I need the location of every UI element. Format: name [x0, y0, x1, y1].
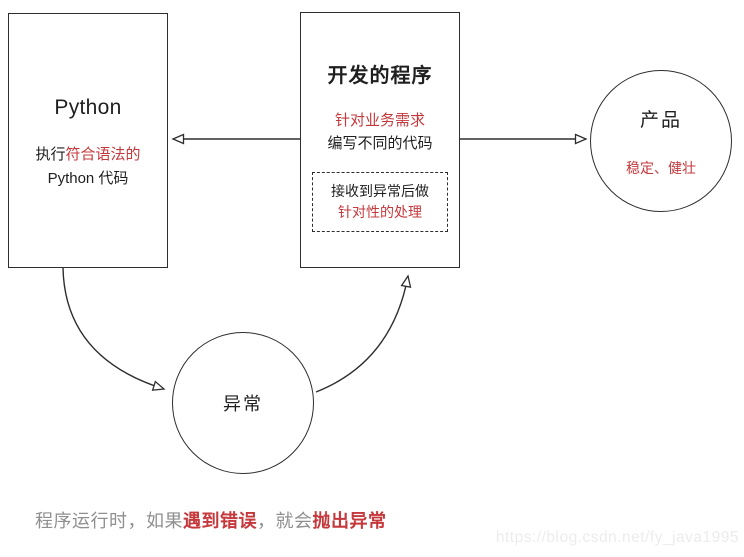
program-box-body: 针对业务需求 编写不同的代码 — [301, 109, 459, 155]
program-requirement-red: 针对业务需求 — [334, 112, 425, 129]
handler-line-black: 接收到异常后做 — [331, 183, 429, 199]
caption-part2: 遇到错误 — [183, 511, 257, 531]
exception-title: 异常 — [223, 394, 263, 414]
product-title: 产品 — [639, 110, 682, 131]
exception-handler-box: 接收到异常后做 针对性的处理 — [312, 172, 448, 232]
program-box-title: 开发的程序 — [327, 65, 433, 87]
watermark: https://blog.csdn.net/fy_java1995 — [495, 529, 739, 546]
python-box-body: 执行符合语法的 Python 代码 — [9, 143, 167, 191]
exception-circle: 异常 — [172, 332, 314, 474]
python-body-prefix: 执行 — [35, 146, 66, 163]
program-box: 开发的程序 针对业务需求 编写不同的代码 接收到异常后做 针对性的处理 — [300, 12, 460, 268]
caption: 程序运行时，如果遇到错误，就会抛出异常 — [35, 508, 387, 534]
python-body-highlight: 符合语法的 — [65, 146, 141, 163]
product-circle: 产品 稳定、健壮 — [590, 70, 732, 212]
caption-part3: ，就会 — [257, 511, 313, 531]
caption-part4: 抛出异常 — [312, 511, 387, 531]
arrow-exception-to-program — [315, 274, 412, 393]
handler-line-red: 针对性的处理 — [338, 204, 422, 220]
product-subtitle: 稳定、健壮 — [626, 160, 696, 176]
program-requirement-black: 编写不同的代码 — [327, 135, 433, 152]
python-box-title: Python — [54, 96, 122, 119]
python-body-line2: Python 代码 — [47, 170, 129, 187]
python-box: Python 执行符合语法的 Python 代码 — [8, 13, 168, 268]
caption-part1: 程序运行时，如果 — [35, 511, 183, 531]
arrow-python-to-exception — [62, 267, 166, 391]
